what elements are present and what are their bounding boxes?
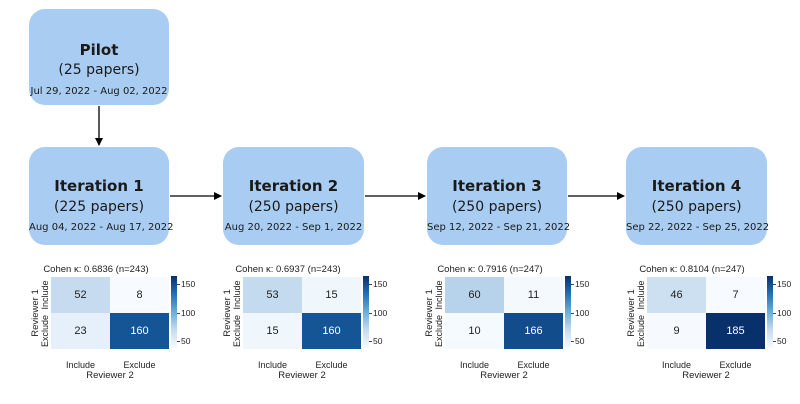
iteration-title: Iteration 2 — [248, 177, 339, 195]
pilot-title: Pilot — [79, 41, 119, 59]
matrix-cell: 9 — [647, 313, 706, 349]
colorbar-tick: 150 — [181, 279, 196, 289]
pilot-count: (25 papers) — [58, 62, 140, 78]
y-axis-label: Reviewer 1 — [424, 289, 435, 337]
matrix-cell: 160 — [302, 313, 361, 349]
matrix-cell: 23 — [51, 313, 110, 349]
colorbar-tick-mark — [571, 313, 574, 314]
colorbar-tick-mark — [177, 313, 180, 314]
x-tick-label: Exclude — [123, 360, 156, 370]
iteration-dates: Sep 22, 2022 - Sep 25, 2022 — [626, 222, 770, 233]
matrix-cell: 166 — [504, 313, 563, 349]
matrix-cell: 185 — [706, 313, 765, 349]
iteration-dates: Aug 04, 2022 - Aug 17, 2022 — [29, 222, 174, 233]
iteration-dates: Aug 20, 2022 - Sep 1, 2022 — [224, 222, 363, 233]
x-tick-label: Include — [257, 360, 288, 370]
matrix-cell: 11 — [504, 277, 563, 313]
confusion-matrix-1: Cohen κ: 0.6836 (n=243) 52 8 23 160 Incl… — [14, 264, 196, 394]
colorbar-tick-mark — [571, 341, 574, 342]
colorbar-tick: 100 — [777, 308, 792, 318]
matrix-title: Cohen κ: 0.7916 (n=247) — [437, 264, 543, 275]
iteration-dates: Sep 12, 2022 - Sep 21, 2022 — [427, 222, 571, 233]
iteration-count: (250 papers) — [451, 199, 543, 215]
colorbar-tick-mark — [369, 284, 372, 285]
x-tick-label: Exclude — [719, 360, 752, 370]
y-tick-label: Exclude — [636, 314, 646, 348]
y-tick-label: Include — [636, 280, 646, 310]
x-axis-label: Reviewer 2 — [86, 370, 134, 381]
colorbar-tick: 50 — [575, 336, 585, 346]
matrix-title: Cohen κ: 0.8104 (n=247) — [639, 264, 745, 275]
y-tick-label: Include — [434, 280, 444, 310]
x-tick-label: Exclude — [315, 360, 348, 370]
colorbar-tick: 100 — [575, 308, 590, 318]
y-tick-label: Exclude — [434, 314, 444, 348]
x-tick-label: Exclude — [517, 360, 550, 370]
x-axis-label: Reviewer 2 — [480, 370, 528, 381]
y-tick-label: Include — [40, 280, 50, 310]
iteration-count: (225 papers) — [53, 199, 145, 215]
iteration-title: Iteration 3 — [452, 177, 542, 195]
iteration-title: Iteration 4 — [651, 177, 742, 195]
colorbar — [565, 276, 571, 348]
matrix-cell: 46 — [647, 277, 706, 313]
y-tick-label: Exclude — [232, 314, 242, 348]
colorbar-tick: 150 — [373, 279, 388, 289]
colorbar-tick-mark — [773, 313, 776, 314]
iteration-title: Iteration 1 — [54, 177, 144, 195]
colorbar — [363, 276, 369, 348]
confusion-matrix-2: Cohen κ: 0.6937 (n=243) 53 15 15 160 Inc… — [206, 264, 388, 394]
matrix-cell: 60 — [445, 277, 504, 313]
colorbar-tick-mark — [571, 284, 574, 285]
matrix-cell: 8 — [110, 277, 169, 313]
pilot-dates: Jul 29, 2022 - Aug 02, 2022 — [30, 86, 168, 97]
colorbar-tick: 150 — [575, 279, 590, 289]
colorbar-tick-mark — [177, 284, 180, 285]
colorbar-tick: 50 — [777, 336, 787, 346]
colorbar — [767, 276, 773, 348]
colorbar-tick-mark — [369, 341, 372, 342]
matrix-cell: 10 — [445, 313, 504, 349]
iteration-1-box: Iteration 1 (225 papers) Aug 04, 2022 - … — [29, 147, 174, 245]
colorbar-tick-mark — [773, 341, 776, 342]
y-axis-label: Reviewer 1 — [626, 289, 637, 337]
y-axis-label: Reviewer 1 — [30, 289, 41, 337]
x-axis-label: Reviewer 2 — [278, 370, 326, 381]
colorbar — [171, 276, 177, 348]
x-tick-label: Include — [65, 360, 96, 370]
x-tick-label: Include — [459, 360, 490, 370]
x-tick-label: Include — [661, 360, 692, 370]
colorbar-tick: 50 — [373, 336, 383, 346]
iteration-4-box: Iteration 4 (250 papers) Sep 22, 2022 - … — [626, 147, 770, 245]
colorbar-tick: 150 — [777, 279, 792, 289]
iteration-count: (250 papers) — [651, 199, 742, 215]
iteration-count: (250 papers) — [248, 199, 339, 215]
colorbar-tick: 100 — [181, 308, 196, 318]
y-tick-label: Exclude — [40, 314, 50, 348]
matrix-cell: 15 — [243, 313, 302, 349]
matrix-cell: 53 — [243, 277, 302, 313]
matrix-title: Cohen κ: 0.6937 (n=243) — [235, 264, 341, 275]
matrix-cell: 160 — [110, 313, 169, 349]
confusion-matrix-4: Cohen κ: 0.8104 (n=247) 46 7 9 185 Inclu… — [610, 264, 792, 394]
iteration-2-box: Iteration 2 (250 papers) Aug 20, 2022 - … — [223, 147, 364, 245]
y-axis-label: Reviewer 1 — [222, 289, 233, 337]
iteration-3-box: Iteration 3 (250 papers) Sep 12, 2022 - … — [427, 147, 571, 245]
colorbar-tick: 50 — [181, 336, 191, 346]
matrix-cell: 15 — [302, 277, 361, 313]
colorbar-tick-mark — [177, 341, 180, 342]
matrix-cell: 52 — [51, 277, 110, 313]
colorbar-tick: 100 — [373, 308, 388, 318]
matrix-title: Cohen κ: 0.6836 (n=243) — [43, 264, 149, 275]
colorbar-tick-mark — [369, 313, 372, 314]
matrix-cell: 7 — [706, 277, 765, 313]
pilot-box: Pilot (25 papers) Jul 29, 2022 - Aug 02,… — [29, 9, 169, 105]
confusion-matrix-3: Cohen κ: 0.7916 (n=247) 60 11 10 166 Inc… — [408, 264, 590, 394]
y-tick-label: Include — [232, 280, 242, 310]
colorbar-tick-mark — [773, 284, 776, 285]
x-axis-label: Reviewer 2 — [682, 370, 730, 381]
